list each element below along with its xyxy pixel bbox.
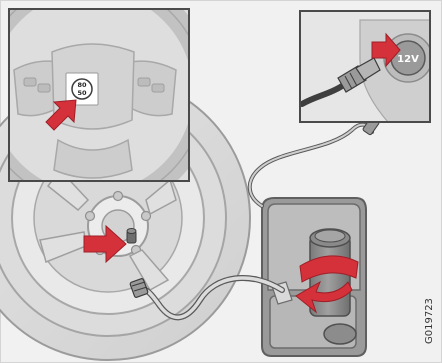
valve-cap — [127, 229, 136, 234]
wheel-bolt — [86, 212, 95, 221]
speed-label-top: 80 — [77, 81, 87, 89]
wheel-bolt — [114, 192, 123, 201]
bottle-cap-top — [315, 230, 345, 242]
tyre-valve-icon — [127, 229, 136, 244]
speed-label-bottom: 50 — [77, 89, 87, 97]
figure-code: G019723 — [424, 298, 435, 344]
pressure-gauge — [324, 324, 356, 344]
steering-button — [38, 84, 50, 92]
steering-button — [138, 78, 150, 86]
steering-wheel-inset: 80 50 — [0, 0, 204, 204]
steering-wheel-icon: 80 50 — [0, 0, 204, 204]
power-outlet-icon: 12V — [301, 12, 432, 122]
socket-label: 12V — [397, 54, 419, 65]
compressor-icon — [262, 198, 366, 356]
power-socket-inset: 12V — [300, 11, 432, 122]
steering-button — [24, 78, 36, 86]
steering-button — [152, 84, 164, 92]
